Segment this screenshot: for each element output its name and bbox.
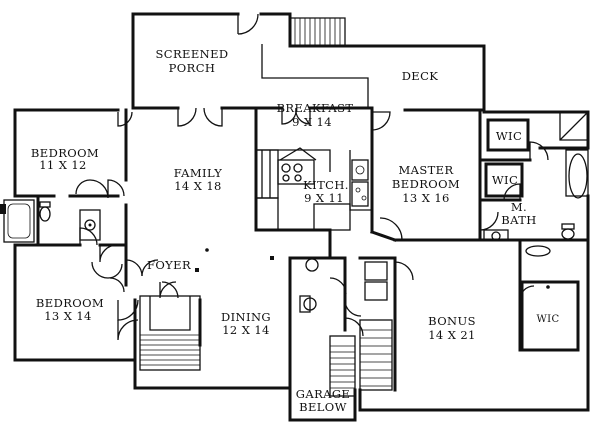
label-bedroom-lower: BEDROOM (36, 296, 104, 310)
room-labels: SCREENED PORCH DECK BREAKFAST 9 X 14 BED… (31, 47, 559, 414)
stairs (139, 295, 393, 397)
label-master-bath-line2: BATH (501, 213, 536, 227)
label-kitchen: KITCH. (303, 178, 349, 192)
label-dining-dims: 12 X 14 (222, 323, 270, 337)
label-dining: DINING (221, 310, 271, 324)
label-bonus-dims: 14 X 21 (428, 328, 476, 342)
label-foyer: FOYER (147, 258, 191, 272)
label-garage-line1: GARAGE (296, 387, 350, 401)
fixtures (0, 111, 589, 313)
label-wic-upper: WIC (496, 129, 522, 143)
label-deck: DECK (402, 69, 439, 83)
doors (75, 13, 549, 341)
label-screened-porch-line2: PORCH (169, 61, 216, 75)
label-breakfast-dims: 9 X 14 (292, 115, 332, 129)
label-wic-bonus: WIC (536, 314, 559, 325)
label-bedroom-lower-dims: 13 X 14 (44, 309, 92, 323)
label-breakfast: BREAKFAST (277, 101, 354, 115)
closets (484, 118, 580, 352)
label-bedroom-upper: BEDROOM (31, 146, 99, 160)
label-bonus: BONUS (428, 314, 476, 328)
label-screened-porch-line1: SCREENED (155, 47, 228, 61)
label-wic-lower: WIC (492, 173, 518, 187)
label-master-dims: 13 X 16 (402, 191, 450, 205)
label-family-dims: 14 X 18 (174, 179, 222, 193)
label-bedroom-upper-dims: 11 X 12 (39, 158, 87, 172)
label-family: FAMILY (174, 166, 223, 180)
label-master-bath-line1: M. (511, 200, 527, 214)
label-master-line2: BEDROOM (392, 177, 460, 191)
label-master-line1: MASTER (398, 163, 453, 177)
label-garage-line2: BELOW (299, 400, 347, 414)
label-kitchen-dims: 9 X 11 (304, 191, 344, 205)
